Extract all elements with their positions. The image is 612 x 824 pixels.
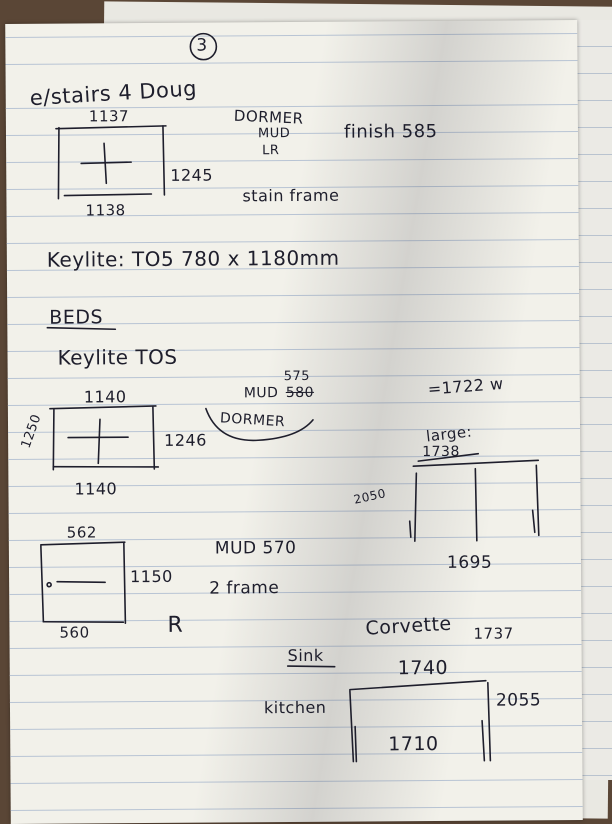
- note-dormer: DORMER: [233, 107, 303, 128]
- beds-window-right-height: 1246: [164, 431, 207, 450]
- mud-value-struck: 580: [286, 385, 314, 401]
- window-sketch-large: [409, 460, 539, 541]
- corvette-value: 1737: [473, 624, 513, 642]
- window1-top-width: 1137: [89, 107, 129, 125]
- mud-value-new: 575: [284, 369, 310, 384]
- page-number: 3: [196, 36, 207, 56]
- window-sketch-beds: [50, 406, 158, 470]
- finish-note: finish 585: [344, 121, 438, 143]
- kitchen-top-width: 1740: [398, 657, 449, 679]
- large-bottom-width: 1695: [447, 553, 492, 573]
- window1-bottom-width: 1138: [85, 201, 125, 219]
- sink-label: Sink: [288, 646, 324, 665]
- window-sketch-small: [41, 542, 126, 624]
- note-lr: LR: [262, 143, 279, 158]
- mud-label: MUD: [244, 385, 279, 401]
- small-window-height: 1150: [130, 567, 173, 586]
- beds-window-top-width: 1140: [84, 387, 127, 406]
- sink-underline: [288, 666, 335, 667]
- small-window-top-width: 562: [67, 523, 97, 541]
- keylite-to5-line: Keylite: TO5 780 x 1180mm: [47, 246, 340, 272]
- note-mud: MUD: [258, 126, 290, 141]
- two-frame-note: 2 frame: [209, 578, 279, 598]
- mud-570-note: MUD 570: [215, 538, 297, 559]
- beds-heading: BEDS: [49, 306, 103, 328]
- notepad-page: 3 e/stairs 4 Doug 1137 1245 1138 DORMER …: [5, 20, 583, 824]
- beds-keylite-line: Keylite TOS: [57, 345, 177, 370]
- kitchen-label: kitchen: [264, 698, 327, 717]
- kitchen-bottom-width: 1710: [388, 733, 439, 755]
- stain-frame-note: stain frame: [242, 186, 339, 206]
- side-letter-r: R: [167, 613, 183, 638]
- small-window-bottom-width: 560: [59, 623, 89, 641]
- beds-window-bottom-width: 1140: [74, 479, 117, 498]
- window1-height: 1245: [170, 166, 213, 185]
- window-sketch-1: [56, 126, 166, 199]
- kitchen-height: 2055: [496, 690, 541, 710]
- large-top-width: 1738: [422, 444, 460, 460]
